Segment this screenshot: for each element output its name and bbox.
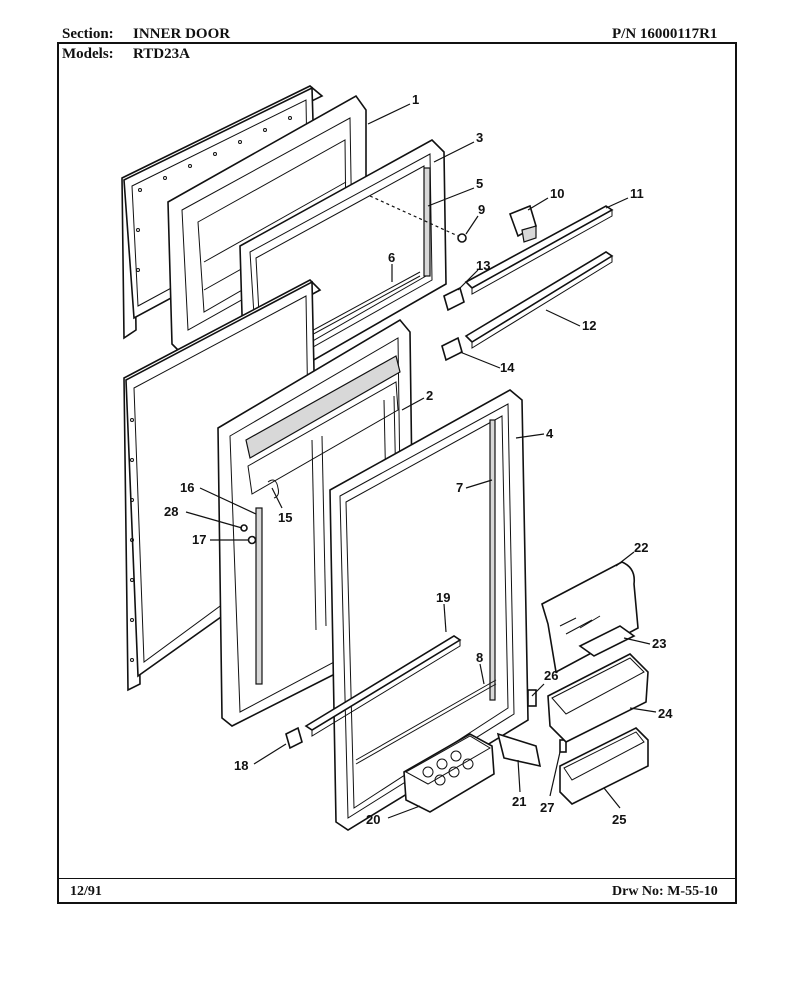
part-25-door-bin	[559, 727, 649, 805]
callout-12: 12	[582, 318, 596, 333]
callout-4: 4	[546, 426, 554, 441]
callout-28: 28	[164, 504, 178, 519]
callout-14: 14	[500, 360, 515, 375]
callout-19: 19	[436, 590, 450, 605]
part-24-door-bin	[547, 653, 649, 743]
part-26-clip	[527, 689, 537, 707]
callout-10: 10	[550, 186, 564, 201]
footer-divider	[57, 878, 737, 879]
callout-5: 5	[476, 176, 483, 191]
models-value: RTD23A	[133, 46, 190, 62]
part-21-divider	[496, 732, 542, 768]
callout-18: 18	[234, 758, 248, 773]
callout-9: 9	[478, 202, 485, 217]
callout-7: 7	[456, 480, 463, 495]
part-7-side-strip	[489, 419, 496, 701]
callout-1: 1	[412, 92, 419, 107]
drawing-frame	[57, 42, 737, 904]
callout-2: 2	[426, 388, 433, 403]
callout-leaders	[185, 103, 657, 819]
callout-27: 27	[540, 800, 554, 815]
part-16-vertical-strip	[255, 507, 263, 685]
callout-17: 17	[192, 532, 206, 547]
callout-20: 20	[366, 812, 380, 827]
callout-23: 23	[652, 636, 666, 651]
lower-panel-holes	[130, 418, 134, 662]
callout-26: 26	[544, 668, 558, 683]
part-14-end-cap	[441, 336, 463, 362]
part-18-end-cap	[285, 726, 303, 750]
callout-11: 11	[630, 186, 644, 201]
callout-22: 22	[634, 540, 648, 555]
callout-8: 8	[476, 650, 483, 665]
callout-6: 6	[388, 250, 395, 265]
part-9-screw	[457, 233, 467, 243]
part-13-end-cap	[443, 286, 465, 312]
models-label: Models:	[62, 46, 114, 62]
part-17-screw	[247, 535, 257, 545]
section-label: Section:	[62, 26, 114, 42]
footer-date: 12/91	[70, 884, 102, 899]
footer-drawing-number: Drw No: M-55-10	[612, 884, 718, 899]
callout-13: 13	[476, 258, 490, 273]
callout-21: 21	[512, 794, 526, 809]
section-value: INNER DOOR	[133, 26, 231, 42]
callout-25: 25	[612, 812, 626, 827]
callout-15: 15	[278, 510, 292, 525]
part-number: P/N 16000117R1	[612, 26, 718, 42]
part-23-dairy-tray	[578, 625, 636, 657]
callout-16: 16	[180, 480, 194, 495]
part-22-dairy-door	[541, 561, 639, 674]
callout-24: 24	[658, 706, 673, 721]
panel-holes	[136, 116, 292, 272]
callout-3: 3	[476, 130, 483, 145]
part-4-fresh-food-gasket	[329, 389, 529, 831]
